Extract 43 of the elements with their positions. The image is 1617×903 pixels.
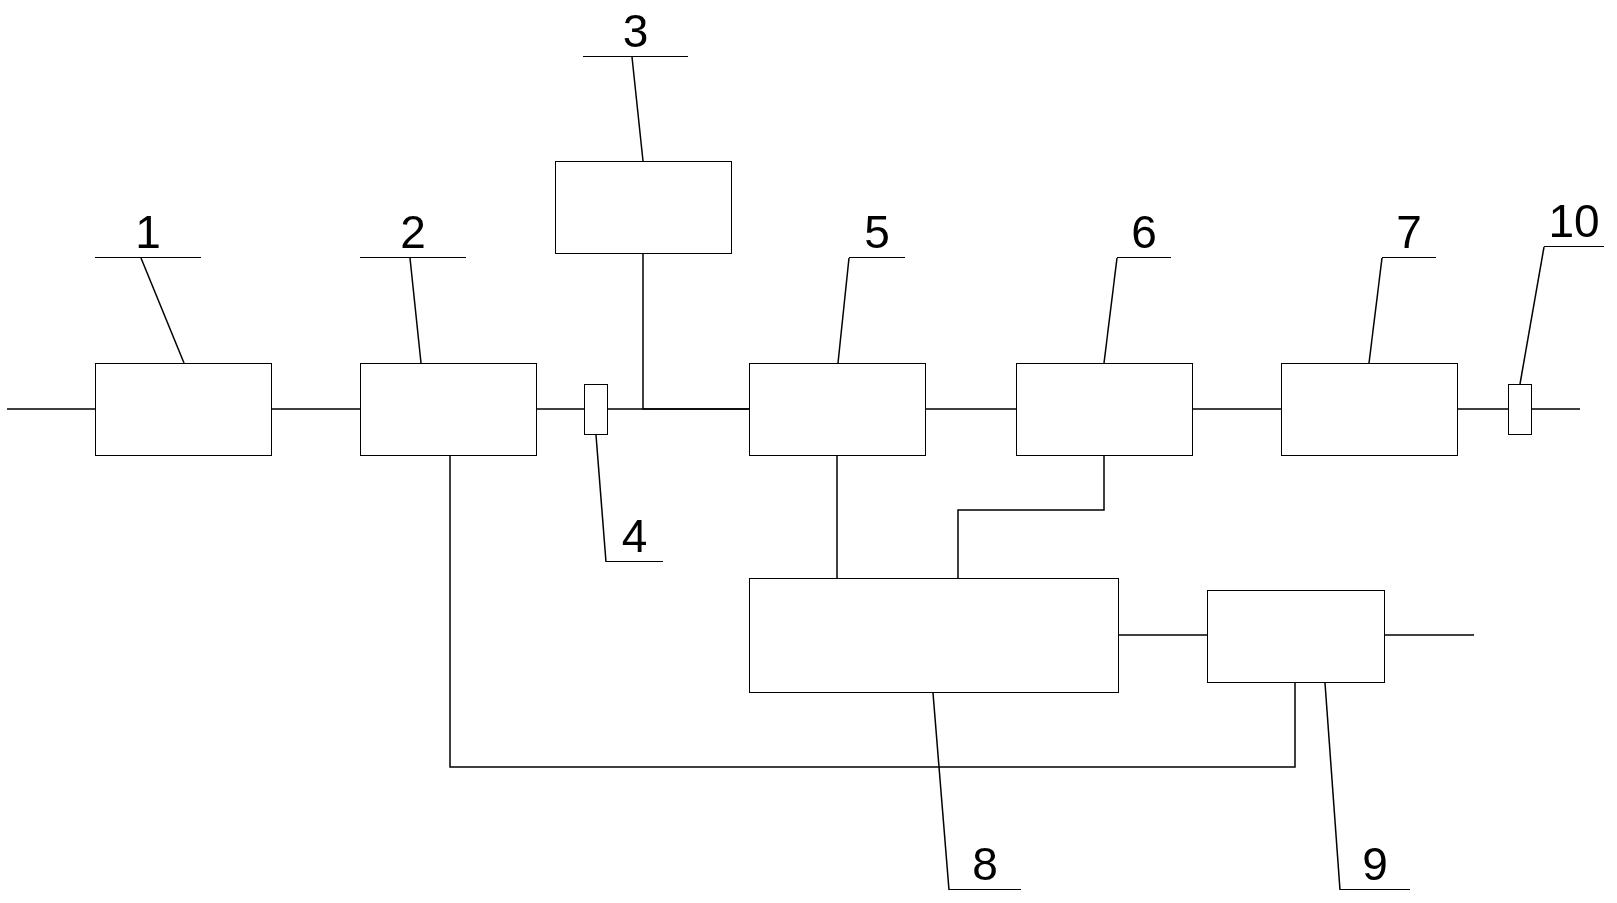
connector-line <box>1531 408 1581 410</box>
block-box <box>555 161 732 254</box>
block-box <box>95 363 272 456</box>
leader-line <box>140 257 185 364</box>
block-box <box>1508 384 1532 435</box>
leader-line <box>631 56 644 162</box>
connector-line <box>1384 634 1475 636</box>
connector-line <box>925 408 1017 410</box>
leader-line <box>837 257 850 364</box>
leader-line <box>595 434 607 563</box>
block-box <box>584 384 608 435</box>
connector-line <box>271 408 361 410</box>
connector-line <box>449 455 1296 768</box>
callout-number: 3 <box>583 5 688 57</box>
block-box <box>749 363 926 456</box>
callout-number: 1 <box>95 206 201 258</box>
connector-line <box>6 408 96 410</box>
connector-line <box>836 455 838 579</box>
callout-number: 10 <box>1544 195 1604 247</box>
leader-line <box>1324 682 1341 891</box>
leader-line <box>1519 246 1545 385</box>
connector-line <box>1192 408 1282 410</box>
callout-number: 7 <box>1382 206 1436 258</box>
leader-line <box>409 257 422 364</box>
connector-line <box>957 455 1105 579</box>
leader-line <box>932 692 950 891</box>
leader-line <box>1103 257 1118 364</box>
connector-line <box>1457 408 1509 410</box>
connector-line <box>642 253 750 410</box>
callout-number: 6 <box>1117 206 1171 258</box>
connector-line <box>1118 634 1208 636</box>
block-box <box>1281 363 1458 456</box>
callout-number: 8 <box>949 838 1021 890</box>
leader-line <box>1368 257 1383 364</box>
block-box <box>749 578 1119 693</box>
callout-number: 5 <box>849 206 905 258</box>
callout-number: 2 <box>360 206 466 258</box>
block-box <box>360 363 537 456</box>
connector-line <box>536 408 585 410</box>
callout-number: 9 <box>1340 838 1410 890</box>
callout-number: 4 <box>606 510 663 562</box>
block-box <box>1016 363 1193 456</box>
block-box <box>1207 590 1385 683</box>
